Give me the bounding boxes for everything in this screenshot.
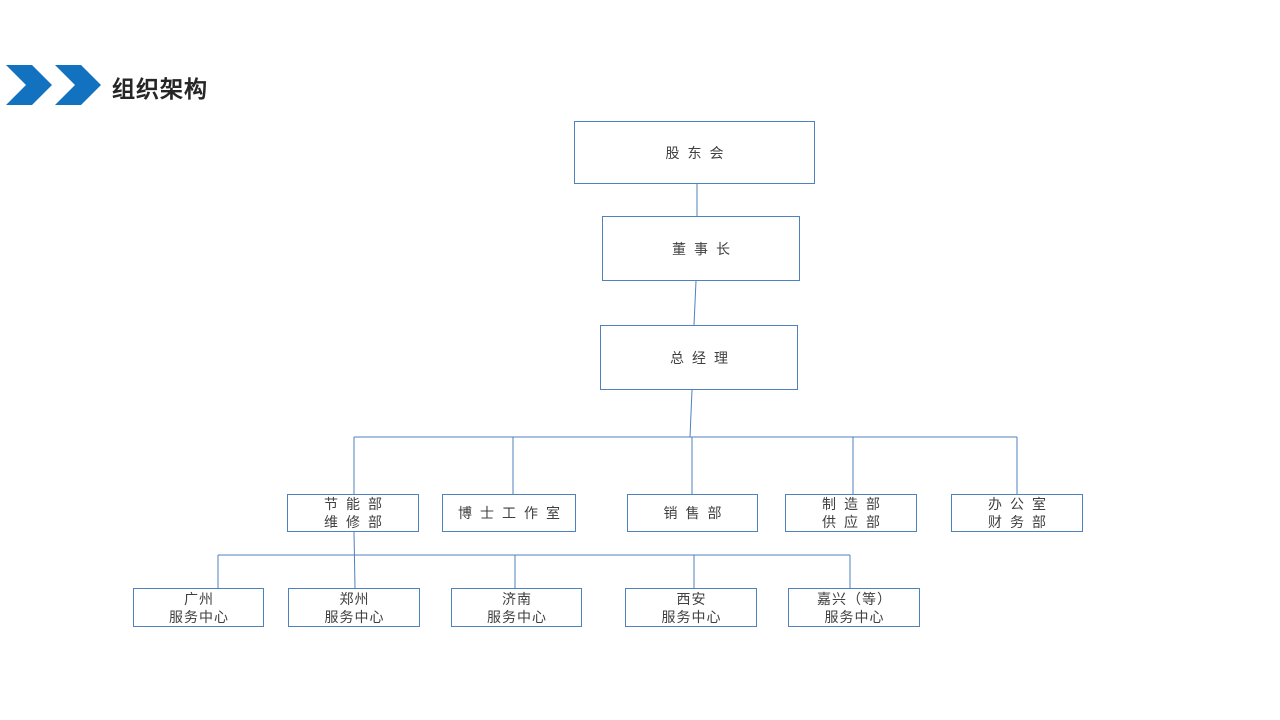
org-node-label: 办公室 <box>988 496 1054 512</box>
double-chevron-icon <box>6 65 101 105</box>
connector <box>689 389 693 438</box>
org-node-label: 服务中心 <box>487 608 547 625</box>
connector <box>693 280 697 326</box>
org-node-general-manager: 总经理 <box>600 325 798 390</box>
org-node-label: 制造部 <box>822 496 888 512</box>
org-node-xian-center: 西安 服务中心 <box>625 588 757 627</box>
org-node-zhengzhou-center: 郑州 服务中心 <box>288 588 420 627</box>
org-node-jinan-center: 济南 服务中心 <box>451 588 582 627</box>
org-node-label: 服务中心 <box>169 608 229 625</box>
org-node-guangzhou-center: 广州 服务中心 <box>133 588 264 627</box>
org-node-office-finance: 办公室 财务部 <box>951 494 1083 532</box>
org-node-label: 董事长 <box>672 240 738 257</box>
org-node-energy-maintenance: 节能部 维修部 <box>287 494 419 532</box>
org-node-label: 西安 <box>676 590 707 607</box>
org-node-label: 服务中心 <box>824 608 885 625</box>
org-node-manufacturing-supply: 制造部 供应部 <box>785 494 917 532</box>
org-node-label: 节能部 <box>324 496 390 512</box>
org-node-label: 总经理 <box>670 349 736 366</box>
chevron-icon <box>55 65 101 105</box>
org-node-shareholders: 股东会 <box>574 121 815 184</box>
org-node-label: 博士工作室 <box>458 505 568 521</box>
org-node-label: 销售部 <box>663 505 730 521</box>
org-node-label: 财务部 <box>988 514 1054 530</box>
org-node-label: 郑州 <box>339 590 370 607</box>
org-node-label: 广州 <box>184 590 214 607</box>
org-node-label: 服务中心 <box>661 608 722 625</box>
chevron-icon <box>6 65 52 105</box>
connector <box>353 531 356 589</box>
org-node-label: 股东会 <box>665 144 732 161</box>
org-node-jiaxing-center: 嘉兴（等） 服务中心 <box>788 588 920 627</box>
org-node-doctor-studio: 博士工作室 <box>442 494 576 532</box>
org-node-chairman: 董事长 <box>602 216 800 281</box>
org-node-label: 济南 <box>502 590 532 607</box>
org-node-label: 嘉兴（等） <box>817 590 892 607</box>
org-node-label: 服务中心 <box>324 608 385 625</box>
org-node-label: 供应部 <box>822 514 888 530</box>
org-node-sales-dept: 销售部 <box>627 494 758 532</box>
page-title: 组织架构 <box>112 76 208 102</box>
org-node-label: 维修部 <box>324 514 390 530</box>
